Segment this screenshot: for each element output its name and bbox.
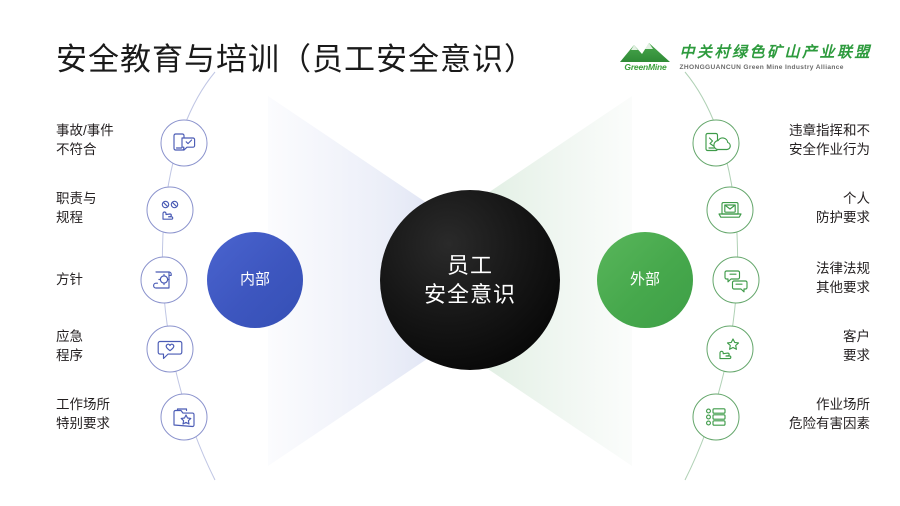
- internal-node-3[interactable]: [146, 325, 194, 373]
- hand-star-icon: [719, 338, 740, 360]
- external-node-1[interactable]: [706, 186, 754, 234]
- brand-mark-label: GreenMine: [624, 62, 667, 72]
- chat-bubbles-icon: [724, 270, 748, 293]
- hand-gears-icon: [161, 200, 179, 220]
- internal-label-0: 事故/事件 不符合: [56, 123, 114, 158]
- external-label-2: 法律法规 其他要求: [816, 261, 870, 296]
- page-title: 安全教育与培训（员工安全意识）: [56, 42, 536, 77]
- hub-center-line2: 安全意识: [423, 282, 516, 307]
- internal-node-0[interactable]: [160, 119, 208, 167]
- brand-name-cn: 中关村绿色矿山产业联盟: [679, 44, 872, 61]
- external-node-3[interactable]: [706, 325, 754, 373]
- internal-node-4[interactable]: [160, 393, 208, 441]
- folder-star-icon: [173, 408, 195, 428]
- hub-internal[interactable]: 内部: [207, 232, 303, 328]
- checklist-icon: [706, 408, 726, 426]
- external-node-2[interactable]: [712, 256, 760, 304]
- external-node-0[interactable]: [692, 119, 740, 167]
- hub-internal-label: 内部: [239, 271, 270, 289]
- external-label-4: 作业场所 危险有害因素: [789, 397, 870, 432]
- phone-broken-icon: [705, 132, 731, 152]
- document-gear-icon: [153, 271, 172, 289]
- hub-center[interactable]: 员工 安全意识: [380, 190, 560, 370]
- hub-external[interactable]: 外部: [597, 232, 693, 328]
- hub-external-label: 外部: [629, 271, 660, 289]
- brand-name-en: ZHONGGUANCUN Green Mine Industry Allianc…: [679, 64, 844, 71]
- internal-node-1[interactable]: [146, 186, 194, 234]
- chat-heart-icon: [157, 340, 183, 360]
- external-label-0: 违章指挥和不 安全作业行为: [789, 123, 870, 158]
- external-label-3: 客户 要求: [843, 329, 870, 364]
- external-node-4[interactable]: [692, 393, 740, 441]
- mountain-icon: GreenMine: [618, 40, 672, 72]
- internal-node-2[interactable]: [140, 256, 188, 304]
- brand-text-block: 中关村绿色矿山产业联盟 ZHONGGUANCUN Green Mine Indu…: [679, 41, 872, 71]
- internal-label-4: 工作场所 特别要求: [56, 397, 110, 432]
- laptop-mail-icon: [718, 202, 742, 218]
- internal-label-3: 应急 程序: [56, 329, 83, 364]
- hub-center-line1: 员工: [446, 252, 493, 278]
- brand-logo: GreenMine 中关村绿色矿山产业联盟 ZHONGGUANCUN Green…: [618, 40, 872, 72]
- internal-label-1: 职责与 规程: [56, 191, 97, 226]
- external-label-1: 个人 防护要求: [816, 191, 870, 226]
- internal-label-2: 方针: [56, 272, 83, 287]
- phone-message-icon: [173, 133, 196, 151]
